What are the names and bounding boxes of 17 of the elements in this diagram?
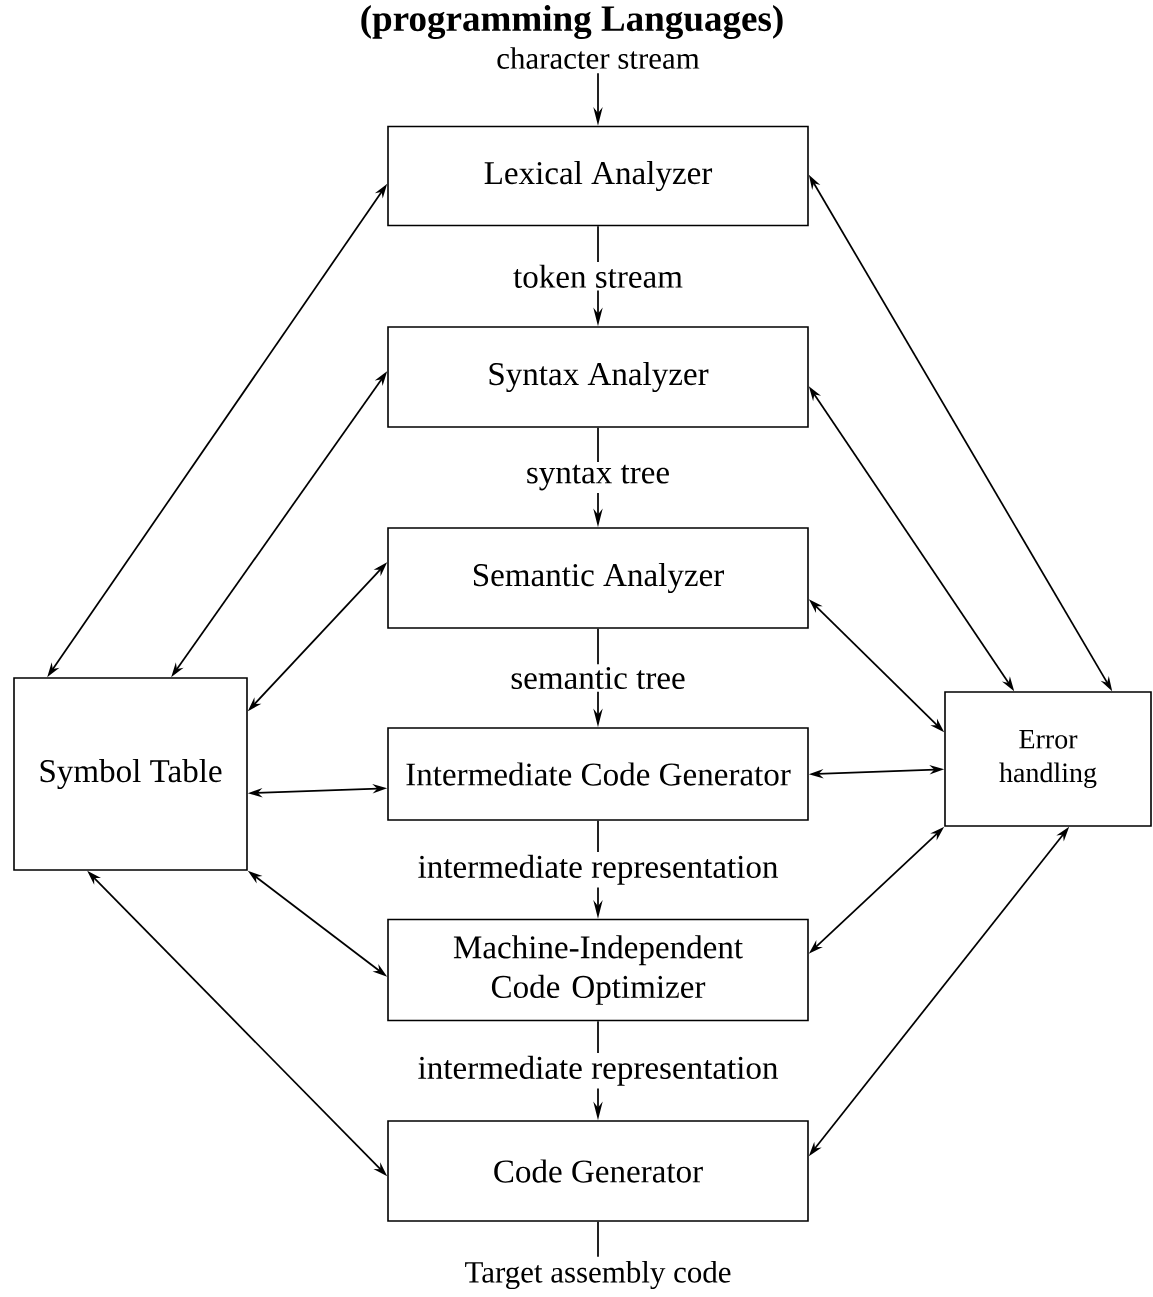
connector-line	[597, 1220, 599, 1258]
output-label: Target assembly code	[465, 1260, 731, 1290]
edge-label: intermediate representation	[414, 1053, 782, 1089]
handler-box: Error handling	[944, 691, 1152, 827]
title: (programming Languages)	[361, 5, 783, 39]
input-label: character stream	[497, 47, 700, 69]
edge-label: semantic tree	[507, 664, 689, 692]
process-box: Lexical Analyzer	[387, 125, 809, 227]
process-box: Semantic Analyzer	[387, 527, 809, 629]
process-box: Intermediate Code Generator	[387, 727, 809, 821]
process-box: Machine-Independent Code Optimizer	[387, 918, 809, 1022]
edge-label: intermediate representation	[414, 852, 782, 888]
edge-label: token stream	[510, 261, 686, 291]
process-box: Code Generator	[387, 1120, 809, 1222]
table-box: Symbol Table	[13, 677, 248, 871]
process-box: Syntax Analyzer	[387, 326, 809, 428]
edge-label: syntax tree	[523, 461, 673, 494]
